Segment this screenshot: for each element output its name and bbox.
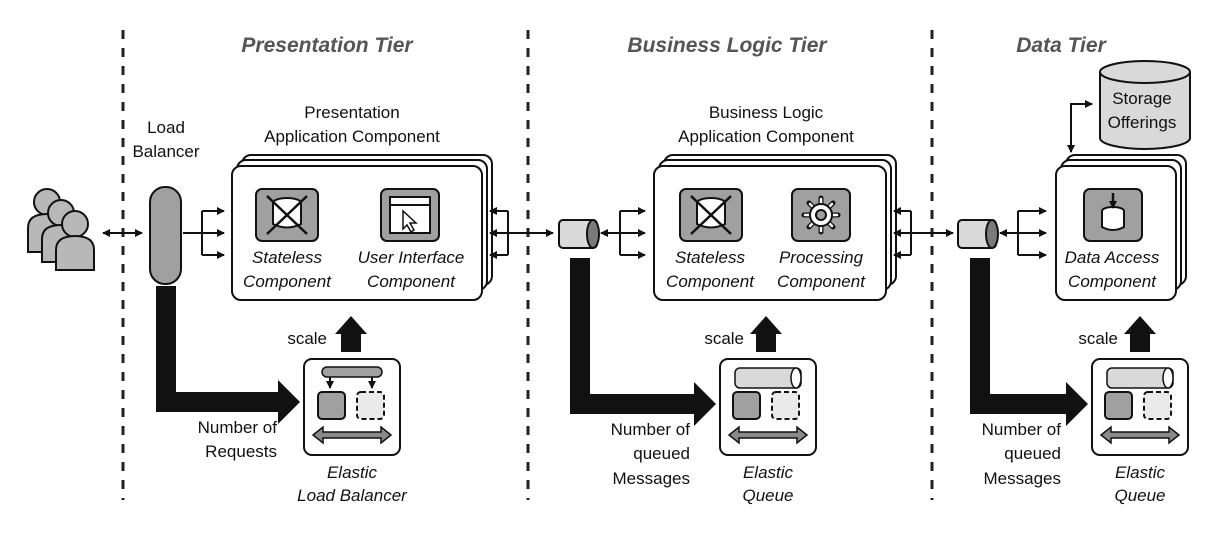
lb-branch-arrows (183, 207, 225, 259)
data-scale-arrow (1124, 316, 1156, 352)
elastic-load-balancer-icon (303, 358, 401, 456)
business-elastic-queue-icon (719, 358, 817, 456)
storage-connector-arrow (1067, 100, 1093, 153)
presentation-app-title-1: Presentation (304, 103, 399, 122)
load-balancer-label-2: Balancer (132, 142, 199, 161)
business-metric-label-1: Number of (611, 420, 691, 439)
business-app-title-1: Business Logic (709, 103, 824, 122)
data-access-icon (1083, 188, 1143, 242)
processing-gear-icon (791, 188, 851, 242)
business-elastic-label-1: Elastic (743, 463, 794, 482)
user-interface-label-2: Component (367, 272, 456, 291)
user-interface-icon (380, 188, 440, 242)
load-balancer-icon (149, 186, 182, 285)
data-metric-arrow (970, 258, 1088, 426)
data-metric-label-2: queued (1004, 444, 1061, 463)
data-access-label-2: Component (1068, 272, 1157, 291)
elastic-load-balancer-label-1: Elastic (327, 463, 378, 482)
data-scale-label: scale (1078, 329, 1118, 348)
load-balancer-label-1: Load (147, 118, 185, 137)
presentation-app-title-2: Application Component (264, 127, 440, 146)
elastic-load-balancer-label-2: Load Balancer (297, 486, 408, 505)
business-metric-arrow (570, 258, 716, 426)
business-stateless-icon (679, 188, 743, 242)
processing-label-1: Processing (779, 248, 864, 267)
tier-title-business: Business Logic Tier (627, 34, 828, 57)
user-interface-label-1: User Interface (358, 248, 465, 267)
business-stateless-label-1: Stateless (675, 248, 745, 267)
presentation-scale-label: scale (287, 329, 327, 348)
storage-label-2: Offerings (1108, 113, 1177, 132)
presentation-stateless-label-2: Component (243, 272, 332, 291)
business-app-title-2: Application Component (678, 127, 854, 146)
stateless-component-icon (255, 188, 319, 242)
users-icon (27, 188, 95, 271)
data-branch-arrows (999, 207, 1047, 259)
business-metric-label-2: queued (633, 444, 690, 463)
data-elastic-label-1: Elastic (1115, 463, 1166, 482)
presentation-stateless-label-1: Stateless (252, 248, 322, 267)
processing-label-2: Component (777, 272, 866, 291)
business-branch-arrows (600, 207, 646, 259)
data-metric-label-3: Messages (984, 469, 1061, 488)
storage-label-1: Storage (1112, 89, 1172, 108)
data-elastic-queue-icon (1091, 358, 1189, 456)
presentation-scale-arrow (335, 316, 367, 352)
presentation-to-queue-arrows (489, 207, 554, 259)
presentation-metric-arrow (156, 286, 300, 424)
business-scale-label: scale (704, 329, 744, 348)
tier-title-data: Data Tier (1016, 34, 1107, 57)
data-access-label-1: Data Access (1065, 248, 1160, 267)
business-to-queue-arrows (893, 207, 954, 259)
business-stateless-label-2: Component (666, 272, 755, 291)
data-elastic-label-2: Queue (1114, 486, 1165, 505)
data-metric-label-1: Number of (982, 420, 1062, 439)
tier-title-presentation: Presentation Tier (241, 34, 414, 57)
business-metric-label-3: Messages (613, 469, 690, 488)
presentation-metric-label-2: Requests (205, 442, 277, 461)
business-queue-icon (558, 219, 600, 249)
presentation-metric-label-1: Number of (198, 418, 278, 437)
data-queue-icon (957, 219, 999, 249)
storage-offerings-icon (1099, 60, 1191, 150)
business-scale-arrow (750, 316, 782, 352)
tier-separators (121, 30, 934, 500)
business-elastic-label-2: Queue (742, 486, 793, 505)
